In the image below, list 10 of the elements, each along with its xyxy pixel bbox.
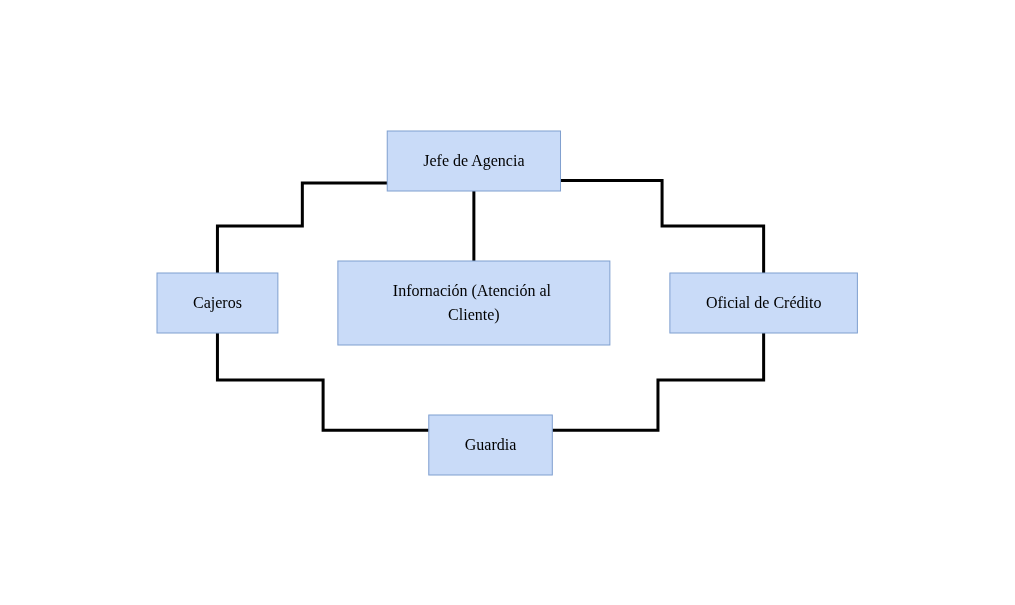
connector	[552, 331, 766, 432]
connector	[216, 180, 388, 274]
node-box: Guardia	[428, 414, 554, 475]
connector	[472, 189, 476, 262]
connector	[216, 331, 430, 432]
node-box: Jefe de Agencia	[387, 130, 562, 191]
node-box: Infornación (Atención al Cliente)	[337, 260, 611, 345]
node-box: Cajeros	[156, 272, 279, 333]
node-box: Oficial de Crédito	[669, 272, 859, 333]
connector	[560, 178, 766, 274]
